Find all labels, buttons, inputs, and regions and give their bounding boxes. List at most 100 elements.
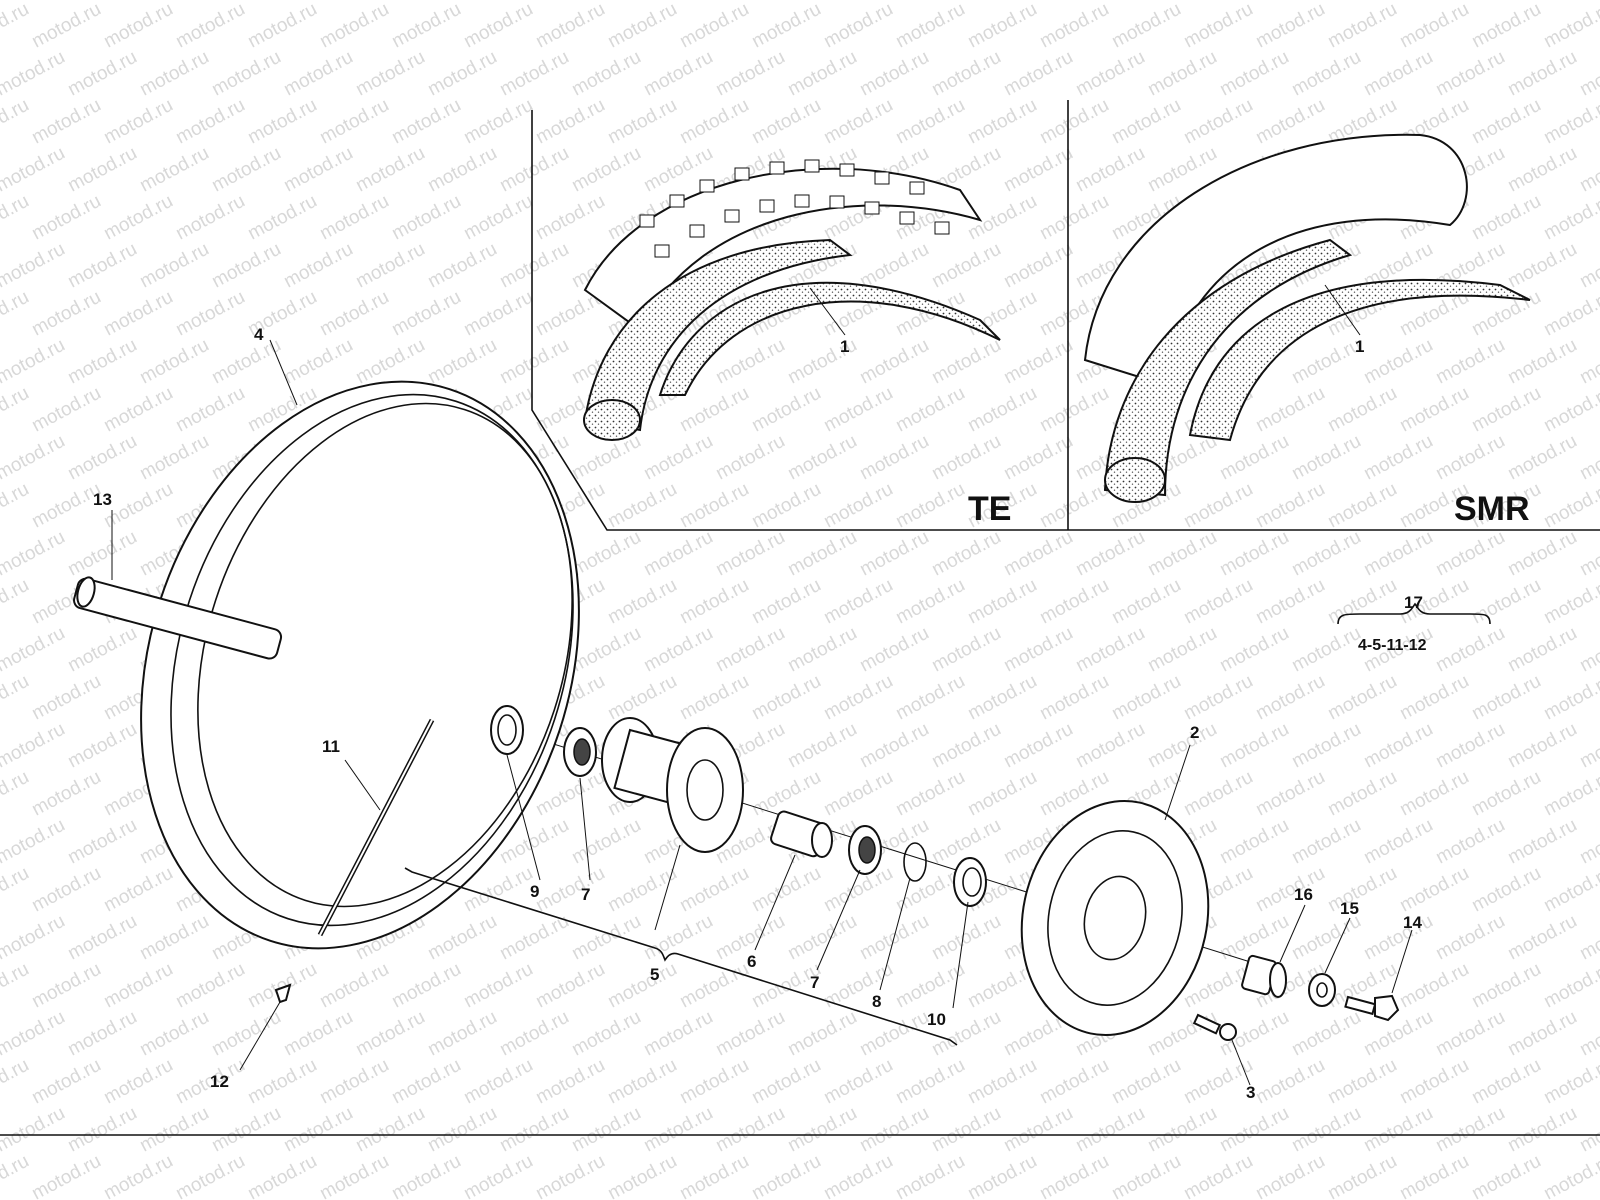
watermark-text: motod.ru bbox=[532, 191, 608, 245]
watermark-text: motod.ru bbox=[0, 959, 33, 1013]
watermark-text: motod.ru bbox=[1216, 1103, 1292, 1157]
watermark-text: motod.ru bbox=[1396, 383, 1472, 437]
watermark-text: motod.ru bbox=[676, 863, 752, 917]
watermark-text: motod.ru bbox=[0, 239, 69, 293]
watermark-text: motod.ru bbox=[1036, 479, 1112, 533]
watermark-text: motod.ru bbox=[0, 1151, 33, 1200]
watermark-text: motod.ru bbox=[280, 335, 356, 389]
watermark-text: motod.ru bbox=[460, 191, 536, 245]
watermark-text: motod.ru bbox=[1468, 575, 1544, 629]
watermark-text: motod.ru bbox=[1576, 0, 1600, 4]
watermark-text: motod.ru bbox=[1360, 47, 1436, 101]
smr-tire-illustration bbox=[1083, 133, 1531, 503]
watermark-text: motod.ru bbox=[1036, 1151, 1112, 1200]
watermark-text: motod.ru bbox=[424, 0, 500, 4]
watermark-text: motod.ru bbox=[352, 0, 428, 4]
watermark-text: motod.ru bbox=[604, 1151, 680, 1200]
watermark-text: motod.ru bbox=[928, 1103, 1004, 1157]
watermark-text: motod.ru bbox=[1072, 0, 1148, 4]
watermark-text: motod.ru bbox=[1576, 143, 1600, 197]
watermark-text: motod.ru bbox=[1072, 47, 1148, 101]
watermark-text: motod.ru bbox=[784, 431, 860, 485]
watermark-text: motod.ru bbox=[1468, 191, 1544, 245]
watermark-text: motod.ru bbox=[640, 47, 716, 101]
watermark-text: motod.ru bbox=[604, 671, 680, 725]
watermark-text: motod.ru bbox=[496, 239, 572, 293]
watermark-text: motod.ru bbox=[748, 383, 824, 437]
watermark-text: motod.ru bbox=[1576, 335, 1600, 389]
watermark-text: motod.ru bbox=[352, 1103, 428, 1157]
watermark-text: motod.ru bbox=[712, 47, 788, 101]
watermark-text: motod.ru bbox=[388, 191, 464, 245]
seal-right bbox=[953, 857, 987, 907]
watermark-text: motod.ru bbox=[1036, 575, 1112, 629]
watermark-text: motod.ru bbox=[100, 1151, 176, 1200]
watermark-text: motod.ru bbox=[1540, 863, 1600, 917]
inset-label-smr: SMR bbox=[1454, 490, 1530, 528]
watermark-text: motod.ru bbox=[100, 959, 176, 1013]
watermark-text: motod.ru bbox=[64, 911, 140, 965]
watermark-text: motod.ru bbox=[1432, 623, 1508, 677]
watermark-text: motod.ru bbox=[1180, 1151, 1256, 1200]
watermark-text: motod.ru bbox=[604, 575, 680, 629]
watermark-text: motod.ru bbox=[136, 911, 212, 965]
watermark-text: motod.ru bbox=[928, 623, 1004, 677]
inset-frames bbox=[531, 100, 1600, 531]
watermark-text: motod.ru bbox=[1216, 0, 1292, 4]
watermark-text: motod.ru bbox=[1360, 431, 1436, 485]
watermark-text: motod.ru bbox=[604, 479, 680, 533]
watermark-text: motod.ru bbox=[1396, 1055, 1472, 1109]
watermark-text: motod.ru bbox=[352, 143, 428, 197]
watermark-text: motod.ru bbox=[892, 959, 968, 1013]
watermark-text: motod.ru bbox=[568, 623, 644, 677]
watermark-text: motod.ru bbox=[1000, 335, 1076, 389]
watermark-text: motod.ru bbox=[1540, 1151, 1600, 1200]
watermark-text: motod.ru bbox=[1000, 623, 1076, 677]
watermark-text: motod.ru bbox=[208, 1103, 284, 1157]
watermark-text: motod.ru bbox=[1576, 719, 1600, 773]
watermark-text: motod.ru bbox=[388, 0, 464, 52]
watermark-text: motod.ru bbox=[1540, 575, 1600, 629]
watermark-text: motod.ru bbox=[1540, 767, 1600, 821]
watermark-text: motod.ru bbox=[244, 1151, 320, 1200]
watermark-text: motod.ru bbox=[1504, 719, 1580, 773]
watermark-text: motod.ru bbox=[100, 1055, 176, 1109]
watermark-text: motod.ru bbox=[0, 527, 69, 581]
watermark-text: motod.ru bbox=[1144, 0, 1220, 4]
watermark-text: motod.ru bbox=[1432, 0, 1508, 4]
watermark-text: motod.ru bbox=[928, 527, 1004, 581]
watermark-text: motod.ru bbox=[676, 1151, 752, 1200]
watermark-text: motod.ru bbox=[1540, 191, 1600, 245]
watermark-text: motod.ru bbox=[1504, 527, 1580, 581]
watermark-text: motod.ru bbox=[1180, 479, 1256, 533]
watermark-text: motod.ru bbox=[352, 47, 428, 101]
callout-3: 3 bbox=[1246, 1083, 1255, 1102]
watermark-text: motod.ru bbox=[1000, 527, 1076, 581]
watermark-text: motod.ru bbox=[64, 335, 140, 389]
disc-bolt bbox=[1192, 1013, 1237, 1041]
watermark-text: motod.ru bbox=[820, 671, 896, 725]
watermark-text: motod.ru bbox=[0, 0, 69, 4]
watermark-text: motod.ru bbox=[1108, 95, 1184, 149]
watermark-text: motod.ru bbox=[856, 623, 932, 677]
brake-disc bbox=[1020, 800, 1210, 1036]
watermark-text: motod.ru bbox=[676, 95, 752, 149]
watermark-text: motod.ru bbox=[496, 1103, 572, 1157]
watermark-text: motod.ru bbox=[1252, 671, 1328, 725]
watermark-text: motod.ru bbox=[1216, 623, 1292, 677]
watermark-text: motod.ru bbox=[1000, 0, 1076, 4]
watermark-text: motod.ru bbox=[0, 1007, 69, 1061]
watermark-text: motod.ru bbox=[1396, 0, 1472, 52]
watermark-text: motod.ru bbox=[0, 431, 69, 485]
callout-10: 10 bbox=[927, 1010, 946, 1029]
watermark-text: motod.ru bbox=[892, 1151, 968, 1200]
watermark-text: motod.ru bbox=[496, 1007, 572, 1061]
watermark-text: motod.ru bbox=[0, 1055, 33, 1109]
watermark-text: motod.ru bbox=[1540, 959, 1600, 1013]
watermark-text: motod.ru bbox=[208, 239, 284, 293]
watermark-text: motod.ru bbox=[1324, 383, 1400, 437]
watermark-text: motod.ru bbox=[1216, 719, 1292, 773]
watermark-text: motod.ru bbox=[1000, 47, 1076, 101]
watermark-text: motod.ru bbox=[712, 0, 788, 4]
watermark-text: motod.ru bbox=[1432, 719, 1508, 773]
